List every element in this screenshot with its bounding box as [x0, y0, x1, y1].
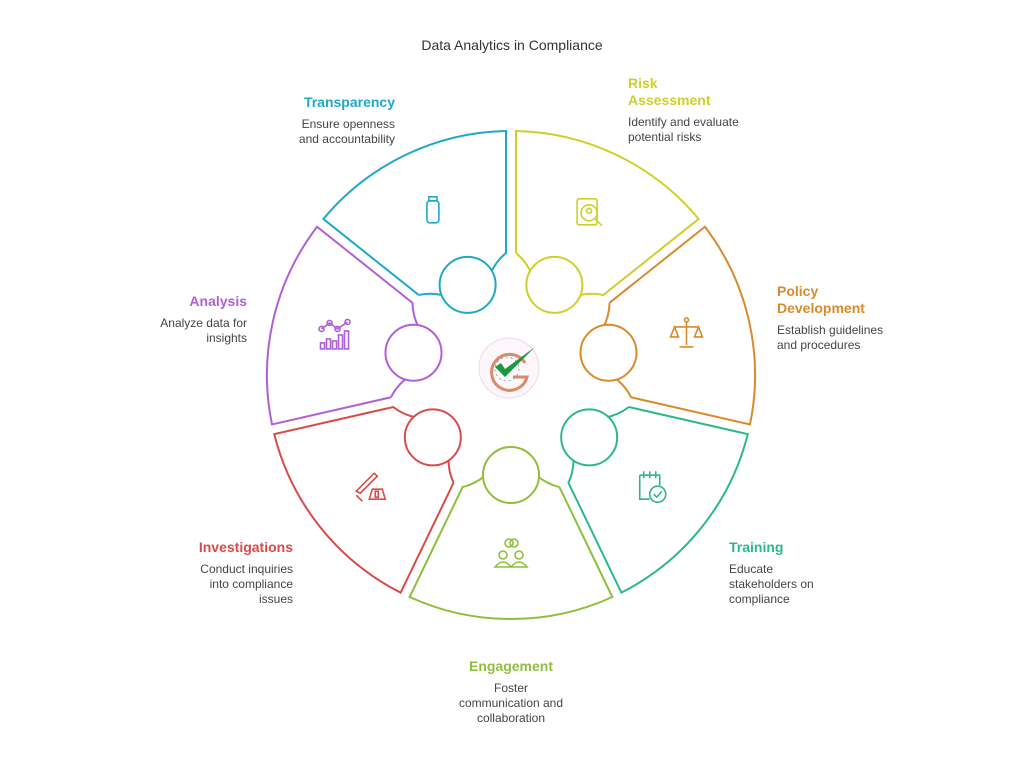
- segment-desc: Educate: [729, 562, 774, 576]
- segment-desc: Establish guidelines: [777, 323, 884, 337]
- segment-outline: [602, 225, 757, 426]
- segment-node-circle: [560, 408, 619, 467]
- segment-desc: Conduct inquiries: [200, 562, 293, 576]
- scales-icon: [669, 317, 704, 348]
- label-analysis: Analysis Analyze data for insights: [160, 292, 247, 346]
- label-training: Training Educate stakeholders on complia…: [729, 538, 814, 607]
- segment-desc: insights: [206, 331, 247, 345]
- segment-title: Investigations: [198, 539, 293, 555]
- segment-desc: Ensure openness: [301, 117, 395, 131]
- segment-desc: communication and: [458, 696, 564, 710]
- label-investigations: Investigations Conduct inquiries into co…: [199, 538, 293, 607]
- segment-desc: compliance: [729, 592, 790, 606]
- segment-title: Engagement: [468, 658, 553, 674]
- segment-engagement: [408, 446, 614, 620]
- segment-desc: issues: [258, 592, 293, 606]
- document-search-icon: [576, 198, 603, 227]
- segment-desc: collaboration: [476, 711, 546, 725]
- bottle-icon: [426, 196, 440, 224]
- check-logo-icon: [478, 337, 540, 399]
- segment-desc: potential risks: [628, 130, 702, 144]
- segment-desc: and procedures: [777, 338, 861, 352]
- segment-node-circle: [579, 323, 638, 382]
- segment-risk-assessment: [515, 129, 701, 314]
- segment-title: Training: [729, 539, 784, 555]
- segment-transparency: [321, 129, 507, 314]
- segment-node-circle: [384, 323, 443, 382]
- segment-desc: Analyze data for: [160, 316, 247, 330]
- segment-title: Transparency: [303, 94, 395, 110]
- label-transparency: Transparency Ensure openness and account…: [299, 93, 395, 147]
- calendar-check-icon: [638, 471, 667, 504]
- segment-title: Analysis: [189, 293, 247, 309]
- segment-desc: Identify and evaluate: [628, 115, 739, 129]
- segment-node-circle: [438, 255, 497, 314]
- segment-node-circle: [403, 408, 462, 467]
- segment-node-circle: [525, 255, 584, 314]
- segment-training: [560, 406, 749, 595]
- label-engagement: Engagement Foster communication and coll…: [411, 657, 611, 726]
- chart-icon: [318, 318, 351, 350]
- segment-desc: Foster: [493, 681, 528, 695]
- segment-investigations: [273, 405, 462, 595]
- knife-evidence-icon: [354, 472, 387, 502]
- people-link-icon: [493, 538, 529, 568]
- segment-desc: and accountability: [298, 132, 395, 146]
- segment-policy-development: [579, 225, 757, 426]
- segment-node-circle: [482, 446, 540, 504]
- segment-desc: into compliance: [209, 577, 293, 591]
- diagram-title: Data Analytics in Compliance: [421, 37, 603, 53]
- segment-analysis: [265, 225, 443, 426]
- segment-desc: stakeholders on: [729, 577, 814, 591]
